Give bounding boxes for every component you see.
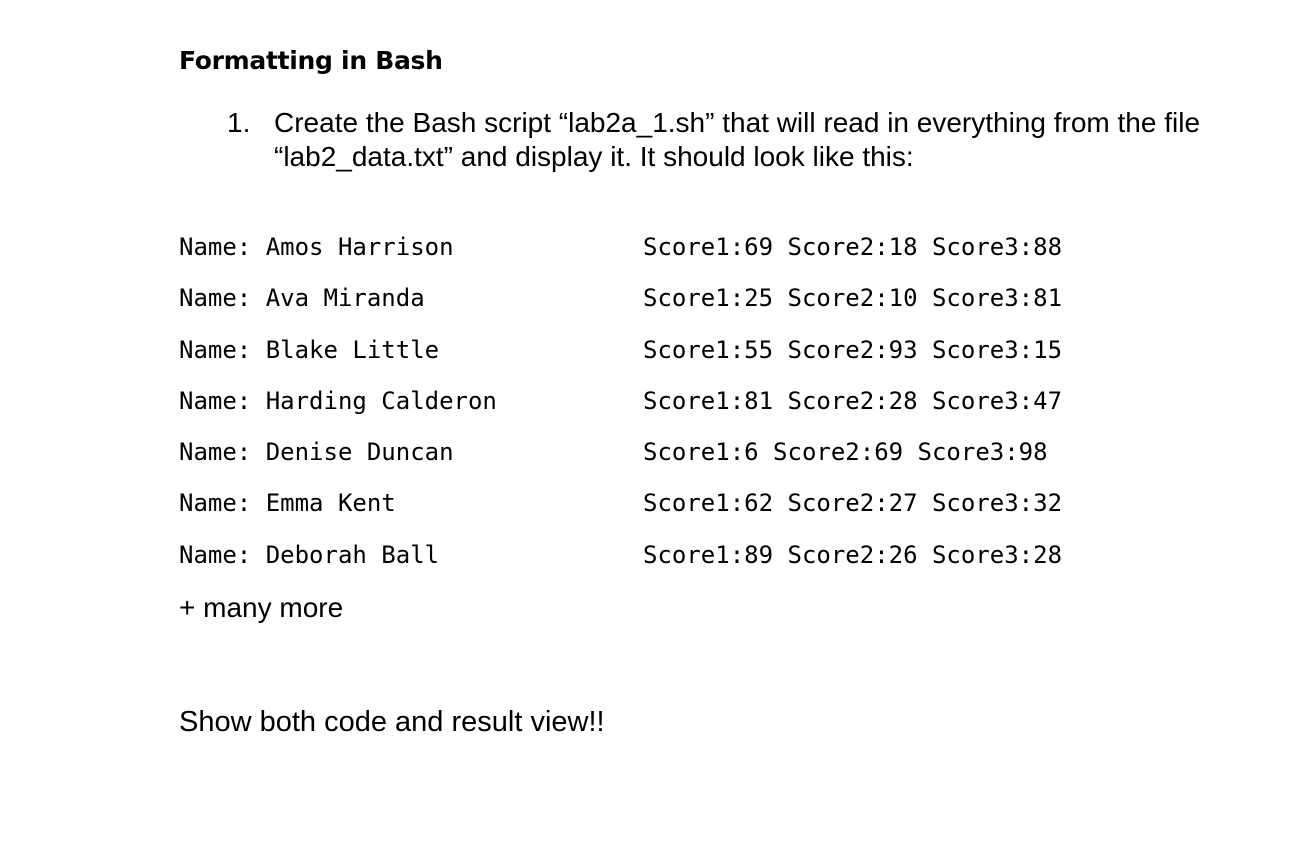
output-scores: Score1:25 Score2:10 Score3:81 [643,284,1063,313]
output-line: Name: Harding Calderon Score1:81 Score2:… [179,385,1179,436]
output-scores: Score1:89 Score2:26 Score3:28 [643,540,1063,569]
output-line: Name: Blake Little Score1:55 Score2:93 S… [179,334,1179,385]
output-name: Name: Amos Harrison [179,233,454,261]
closing-instruction: Show both code and result view!! [179,706,605,738]
output-line: Name: Emma Kent Score1:62 Score2:27 Scor… [179,487,1179,538]
output-name: Name: Ava Miranda [179,284,425,313]
output-scores: Score1:55 Score2:93 Score3:15 [643,335,1063,364]
sample-output: Name: Amos Harrison Score1:69 Score2:18 … [179,231,1179,590]
output-name: Name: Emma Kent [179,489,396,518]
output-scores: Score1:62 Score2:27 Score3:32 [643,489,1063,518]
output-name: Name: Deborah Ball [179,540,440,569]
output-scores: Score1:69 Score2:18 Score3:88 [643,233,1063,261]
task-number: 1. [227,107,251,138]
output-name: Name: Harding Calderon [179,386,497,415]
output-line: Name: Denise Duncan Score1:6 Score2:69 S… [179,436,1179,487]
more-note: + many more [179,592,344,623]
output-line: Name: Deborah Ball Score1:89 Score2:26 S… [179,539,1179,590]
output-line: Name: Amos Harrison Score1:69 Score2:18 … [179,231,1179,282]
output-name: Name: Denise Duncan [179,438,454,467]
output-name: Name: Blake Little [179,335,440,364]
task-description: Create the Bash script “lab2a_1.sh” that… [274,107,1201,172]
section-heading: Formatting in Bash [179,46,443,75]
output-scores: Score1:6 Score2:69 Score3:98 [643,438,1048,467]
task-item: 1. Create the Bash script “lab2a_1.sh” t… [227,106,1267,174]
output-line: Name: Ava Miranda Score1:25 Score2:10 Sc… [179,282,1179,333]
output-scores: Score1:81 Score2:28 Score3:47 [643,386,1063,415]
